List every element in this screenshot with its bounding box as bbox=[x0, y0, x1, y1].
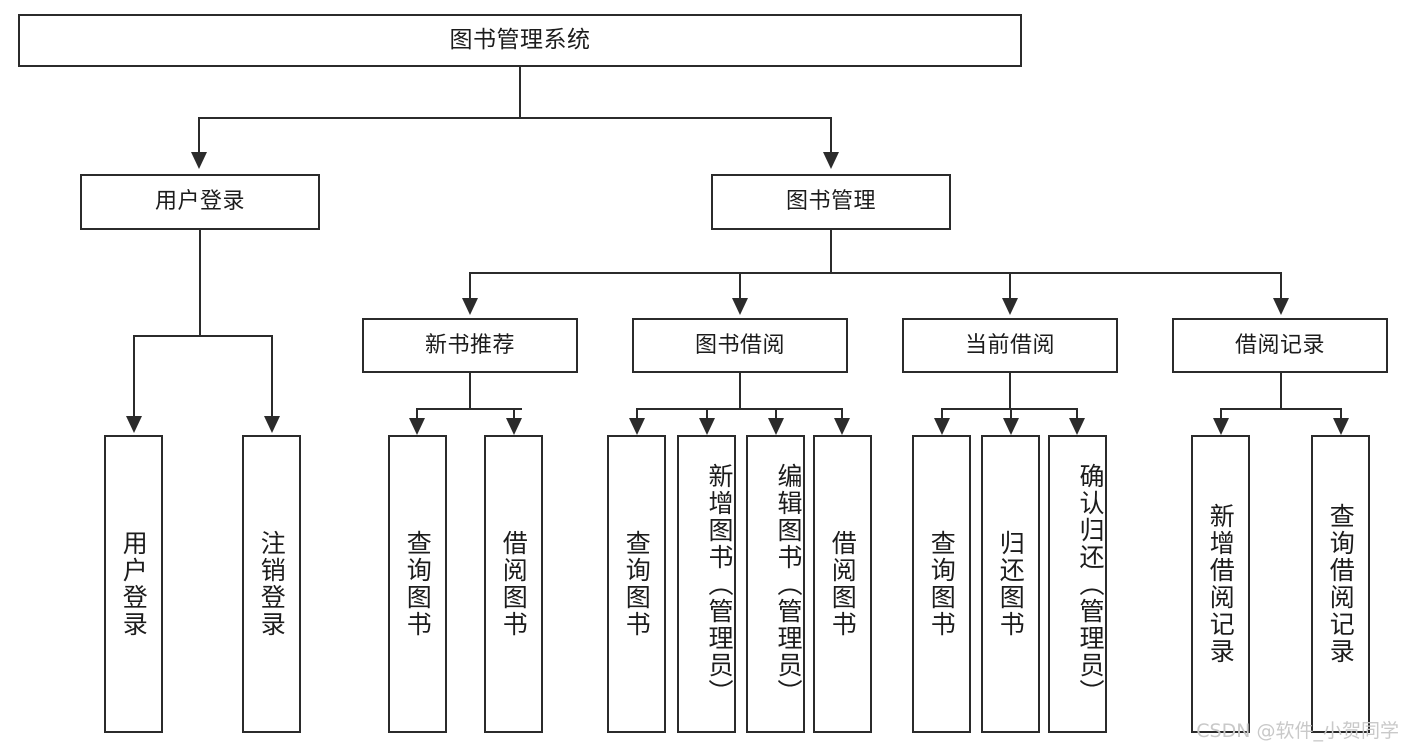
leaf-add-borrow-record[interactable]: 新增借阅记录 bbox=[1191, 435, 1250, 733]
connector-bb-stem bbox=[739, 373, 741, 408]
arrowhead-nbr-to-leaf-1 bbox=[409, 418, 425, 435]
arrowhead-nbr-to-leaf-2 bbox=[506, 418, 522, 435]
connector-br-to-leaf-1 bbox=[1220, 408, 1222, 420]
arrowhead-bm-to-borrow-record bbox=[1273, 298, 1289, 315]
connector-user-login-to-leaf-2 bbox=[271, 335, 273, 418]
connector-cb-to-leaf-1 bbox=[941, 408, 943, 420]
node-label: 编辑图书（管理员） bbox=[774, 462, 803, 706]
leaf-edit-book-admin[interactable]: 编辑图书（管理员） bbox=[746, 435, 805, 733]
node-label: 查询图书 bbox=[622, 530, 652, 638]
arrowhead-cb-to-leaf-3 bbox=[1069, 418, 1085, 435]
node-label: 借阅图书 bbox=[499, 530, 529, 638]
leaf-logout[interactable]: 注销登录 bbox=[242, 435, 301, 733]
node-label: 查询借阅记录 bbox=[1326, 503, 1356, 665]
connector-cb-to-leaf-3 bbox=[1076, 408, 1078, 420]
node-current-borrow[interactable]: 当前借阅 bbox=[902, 318, 1118, 373]
node-label: 注销登录 bbox=[257, 530, 287, 638]
node-user-login[interactable]: 用户登录 bbox=[80, 174, 320, 230]
arrowhead-bb-to-leaf-1 bbox=[629, 418, 645, 435]
leaf-add-book-admin[interactable]: 新增图书（管理员） bbox=[677, 435, 736, 733]
connector-br-bus bbox=[1220, 408, 1341, 410]
connector-br-stem bbox=[1280, 373, 1282, 408]
connector-root-to-book-management bbox=[830, 117, 832, 157]
arrowhead-br-to-leaf-2 bbox=[1333, 418, 1349, 435]
connector-bm-to-book-borrow bbox=[739, 272, 741, 300]
node-label: 用户登录 bbox=[119, 530, 149, 638]
node-label: 新增图书（管理员） bbox=[705, 462, 734, 706]
connector-cb-stem bbox=[1009, 373, 1011, 408]
connector-bb-to-leaf-4 bbox=[841, 408, 843, 420]
connector-bb-to-leaf-3 bbox=[775, 408, 777, 420]
connector-user-login-bus bbox=[133, 335, 271, 337]
node-book-management[interactable]: 图书管理 bbox=[711, 174, 951, 230]
arrowhead-bm-to-current-borrow bbox=[1002, 298, 1018, 315]
connector-cb-bus bbox=[941, 408, 1077, 410]
arrowhead-user-login-to-leaf-1 bbox=[126, 416, 142, 433]
arrowhead-user-login-to-leaf-2 bbox=[264, 416, 280, 433]
leaf-query-book-cb[interactable]: 查询图书 bbox=[912, 435, 971, 733]
connector-root-stem bbox=[519, 67, 521, 117]
arrowhead-bb-to-leaf-4 bbox=[834, 418, 850, 435]
arrowhead-cb-to-leaf-2 bbox=[1003, 418, 1019, 435]
node-new-book-recommend[interactable]: 新书推荐 bbox=[362, 318, 578, 373]
node-label: 新增借阅记录 bbox=[1206, 503, 1236, 665]
connector-bm-to-current-borrow bbox=[1009, 272, 1011, 300]
arrowhead-bb-to-leaf-2 bbox=[699, 418, 715, 435]
connector-nbr-to-leaf-2 bbox=[513, 408, 515, 420]
node-borrow-record[interactable]: 借阅记录 bbox=[1172, 318, 1388, 373]
leaf-query-book-bb[interactable]: 查询图书 bbox=[607, 435, 666, 733]
node-label: 图书管理 bbox=[785, 189, 876, 215]
node-label: 归还图书 bbox=[996, 530, 1026, 638]
leaf-confirm-return-admin[interactable]: 确认归还（管理员） bbox=[1048, 435, 1107, 733]
connector-root-bus bbox=[198, 117, 832, 119]
connector-user-login-to-leaf-1 bbox=[133, 335, 135, 418]
leaf-borrow-book-bb[interactable]: 借阅图书 bbox=[813, 435, 872, 733]
arrowhead-bm-to-book-borrow bbox=[732, 298, 748, 315]
connector-bb-to-leaf-1 bbox=[636, 408, 638, 420]
connector-bb-to-leaf-2 bbox=[706, 408, 708, 420]
node-label: 查询图书 bbox=[927, 530, 957, 638]
connector-bm-to-borrow-record bbox=[1280, 272, 1282, 300]
connector-nbr-stem bbox=[469, 373, 471, 408]
node-label: 借阅图书 bbox=[828, 530, 858, 638]
connector-bb-bus bbox=[636, 408, 842, 410]
node-book-borrow[interactable]: 图书借阅 bbox=[632, 318, 848, 373]
arrowhead-root-to-user-login bbox=[191, 152, 207, 169]
node-label: 图书借阅 bbox=[694, 332, 785, 358]
leaf-user-login[interactable]: 用户登录 bbox=[104, 435, 163, 733]
connector-cb-to-leaf-2 bbox=[1010, 408, 1012, 420]
arrowhead-cb-to-leaf-1 bbox=[934, 418, 950, 435]
arrowhead-bm-to-new-book bbox=[462, 298, 478, 315]
csdn-watermark: CSDN @软件_小贺同学 bbox=[1196, 720, 1399, 742]
node-label: 图书管理系统 bbox=[449, 26, 591, 53]
arrowhead-br-to-leaf-1 bbox=[1213, 418, 1229, 435]
connector-br-to-leaf-2 bbox=[1340, 408, 1342, 420]
node-label: 确认归还（管理员） bbox=[1076, 462, 1105, 706]
leaf-return-book[interactable]: 归还图书 bbox=[981, 435, 1040, 733]
arrowhead-root-to-book-management bbox=[823, 152, 839, 169]
arrowhead-bb-to-leaf-3 bbox=[768, 418, 784, 435]
leaf-query-book-nbr[interactable]: 查询图书 bbox=[388, 435, 447, 733]
node-label: 借阅记录 bbox=[1234, 332, 1325, 358]
node-label: 当前借阅 bbox=[964, 332, 1055, 358]
connector-root-to-user-login bbox=[198, 117, 200, 157]
node-label: 新书推荐 bbox=[424, 332, 515, 358]
connector-nbr-bus bbox=[416, 408, 522, 410]
connector-nbr-to-leaf-1 bbox=[416, 408, 418, 420]
connector-book-management-stem bbox=[830, 230, 832, 272]
connector-bm-to-new-book bbox=[469, 272, 471, 300]
leaf-query-borrow-record[interactable]: 查询借阅记录 bbox=[1311, 435, 1370, 733]
connector-book-management-bus bbox=[469, 272, 1281, 274]
node-label: 用户登录 bbox=[154, 189, 245, 215]
node-label: 查询图书 bbox=[403, 530, 433, 638]
connector-user-login-stem bbox=[199, 230, 201, 335]
node-root-book-management-system[interactable]: 图书管理系统 bbox=[18, 14, 1022, 67]
leaf-borrow-book-nbr[interactable]: 借阅图书 bbox=[484, 435, 543, 733]
